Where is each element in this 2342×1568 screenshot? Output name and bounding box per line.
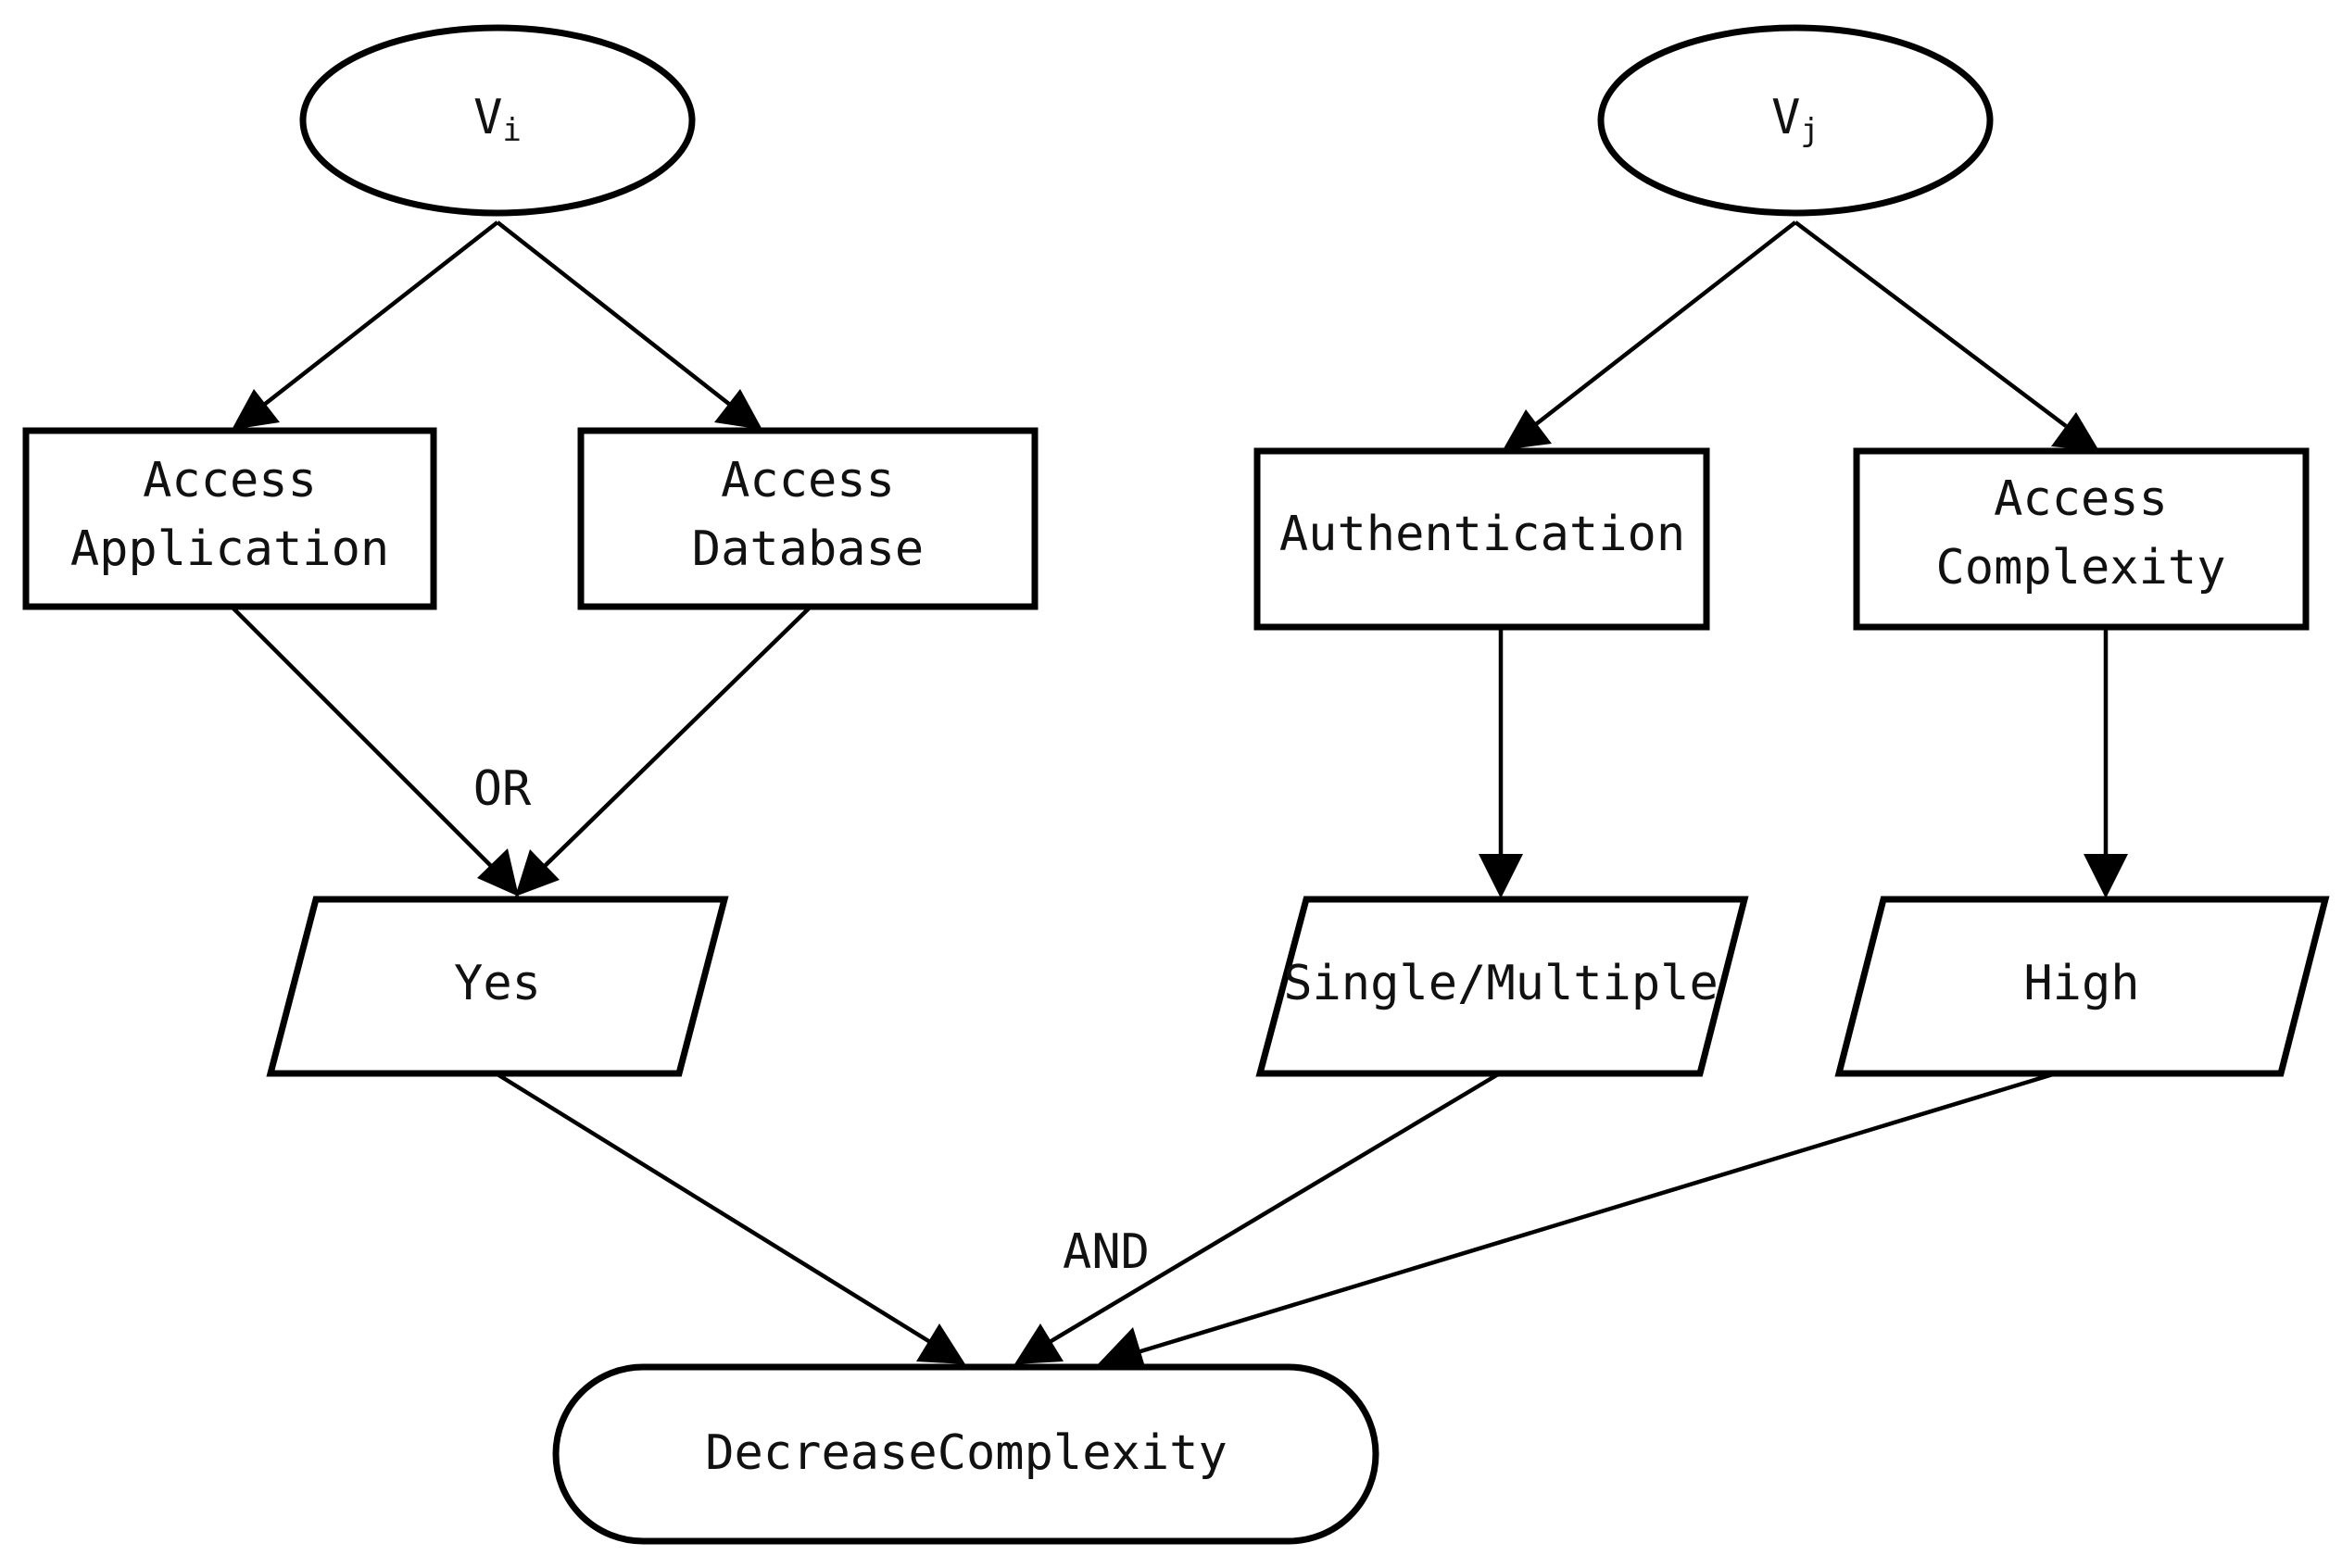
decrease-complexity-label: DecreaseComplexity — [705, 1425, 1228, 1481]
or-label: OR — [473, 761, 532, 817]
edge-single-multiple-to-decrease-complexity — [1048, 1073, 1500, 1344]
authentication-box — [1253, 447, 1710, 631]
edge-access-application-to-yes — [230, 605, 494, 869]
decrease-complexity-terminal — [552, 1363, 1379, 1545]
edge-vj-to-access-complexity — [1794, 220, 2068, 428]
arrowhead-yes-right — [515, 849, 560, 897]
and-label: AND — [1063, 1224, 1150, 1280]
yes-parallelogram — [266, 896, 729, 1077]
edge-high-to-decrease-complexity — [1137, 1072, 2054, 1355]
authentication-label: Authentication — [1279, 507, 1685, 562]
access-complexity-line1: Access — [1994, 471, 2168, 527]
single-multiple-label: Single/Multiple — [1283, 956, 1719, 1011]
arrowhead-decrease-from-yes — [916, 1323, 965, 1364]
node-access-application: Access Application — [22, 427, 437, 610]
access-application-box — [22, 427, 437, 610]
node-vj: Vj — [1597, 24, 1994, 217]
arrowhead-access-complexity — [2051, 412, 2099, 451]
high-parallelogram — [1834, 896, 2330, 1077]
edge-vj-to-authentication — [1534, 220, 1797, 426]
node-access-complexity: Access Complexity — [1853, 447, 2310, 631]
edge-access-database-to-yes — [542, 605, 812, 869]
edge-vi-to-access-database — [496, 220, 732, 407]
access-complexity-line2: Complexity — [1935, 540, 2225, 596]
arrowhead-authentication — [1503, 409, 1552, 450]
node-high: High — [1834, 896, 2330, 1077]
vj-label: Vj — [1771, 90, 1819, 149]
single-multiple-parallelogram — [1255, 896, 1749, 1077]
access-database-box — [577, 427, 1039, 610]
access-application-line1: Access — [143, 453, 317, 508]
vj-ellipse — [1597, 24, 1994, 217]
node-decrease-complexity: DecreaseComplexity — [552, 1363, 1379, 1545]
arrowhead-access-application — [232, 389, 280, 430]
yes-label: Yes — [454, 956, 541, 1011]
node-authentication: Authentication — [1253, 447, 1710, 631]
access-database-line1: Access — [721, 453, 895, 508]
vi-ellipse — [299, 24, 696, 217]
arrowhead-decrease-from-high — [1098, 1327, 1146, 1370]
node-single-multiple: Single/Multiple — [1255, 896, 1749, 1077]
access-database-line2: Database — [692, 521, 924, 577]
high-label: High — [2023, 956, 2139, 1011]
edge-vi-to-access-application — [262, 220, 499, 407]
arrowhead-high — [2084, 854, 2128, 898]
vi-label: Vi — [473, 90, 522, 149]
node-vi: Vi — [299, 24, 696, 217]
arrowhead-decrease-from-single-multiple — [1014, 1323, 1064, 1364]
node-access-database: Access Database — [577, 427, 1039, 610]
arrowhead-yes-left — [477, 848, 519, 897]
edge-yes-to-decrease-complexity — [496, 1073, 932, 1344]
arrowhead-access-database — [714, 389, 762, 430]
edges — [230, 220, 2128, 1370]
access-complexity-box — [1853, 447, 2310, 631]
arrowhead-single-multiple — [1479, 854, 1523, 898]
node-yes: Yes — [266, 896, 729, 1077]
access-application-line2: Application — [70, 521, 389, 577]
